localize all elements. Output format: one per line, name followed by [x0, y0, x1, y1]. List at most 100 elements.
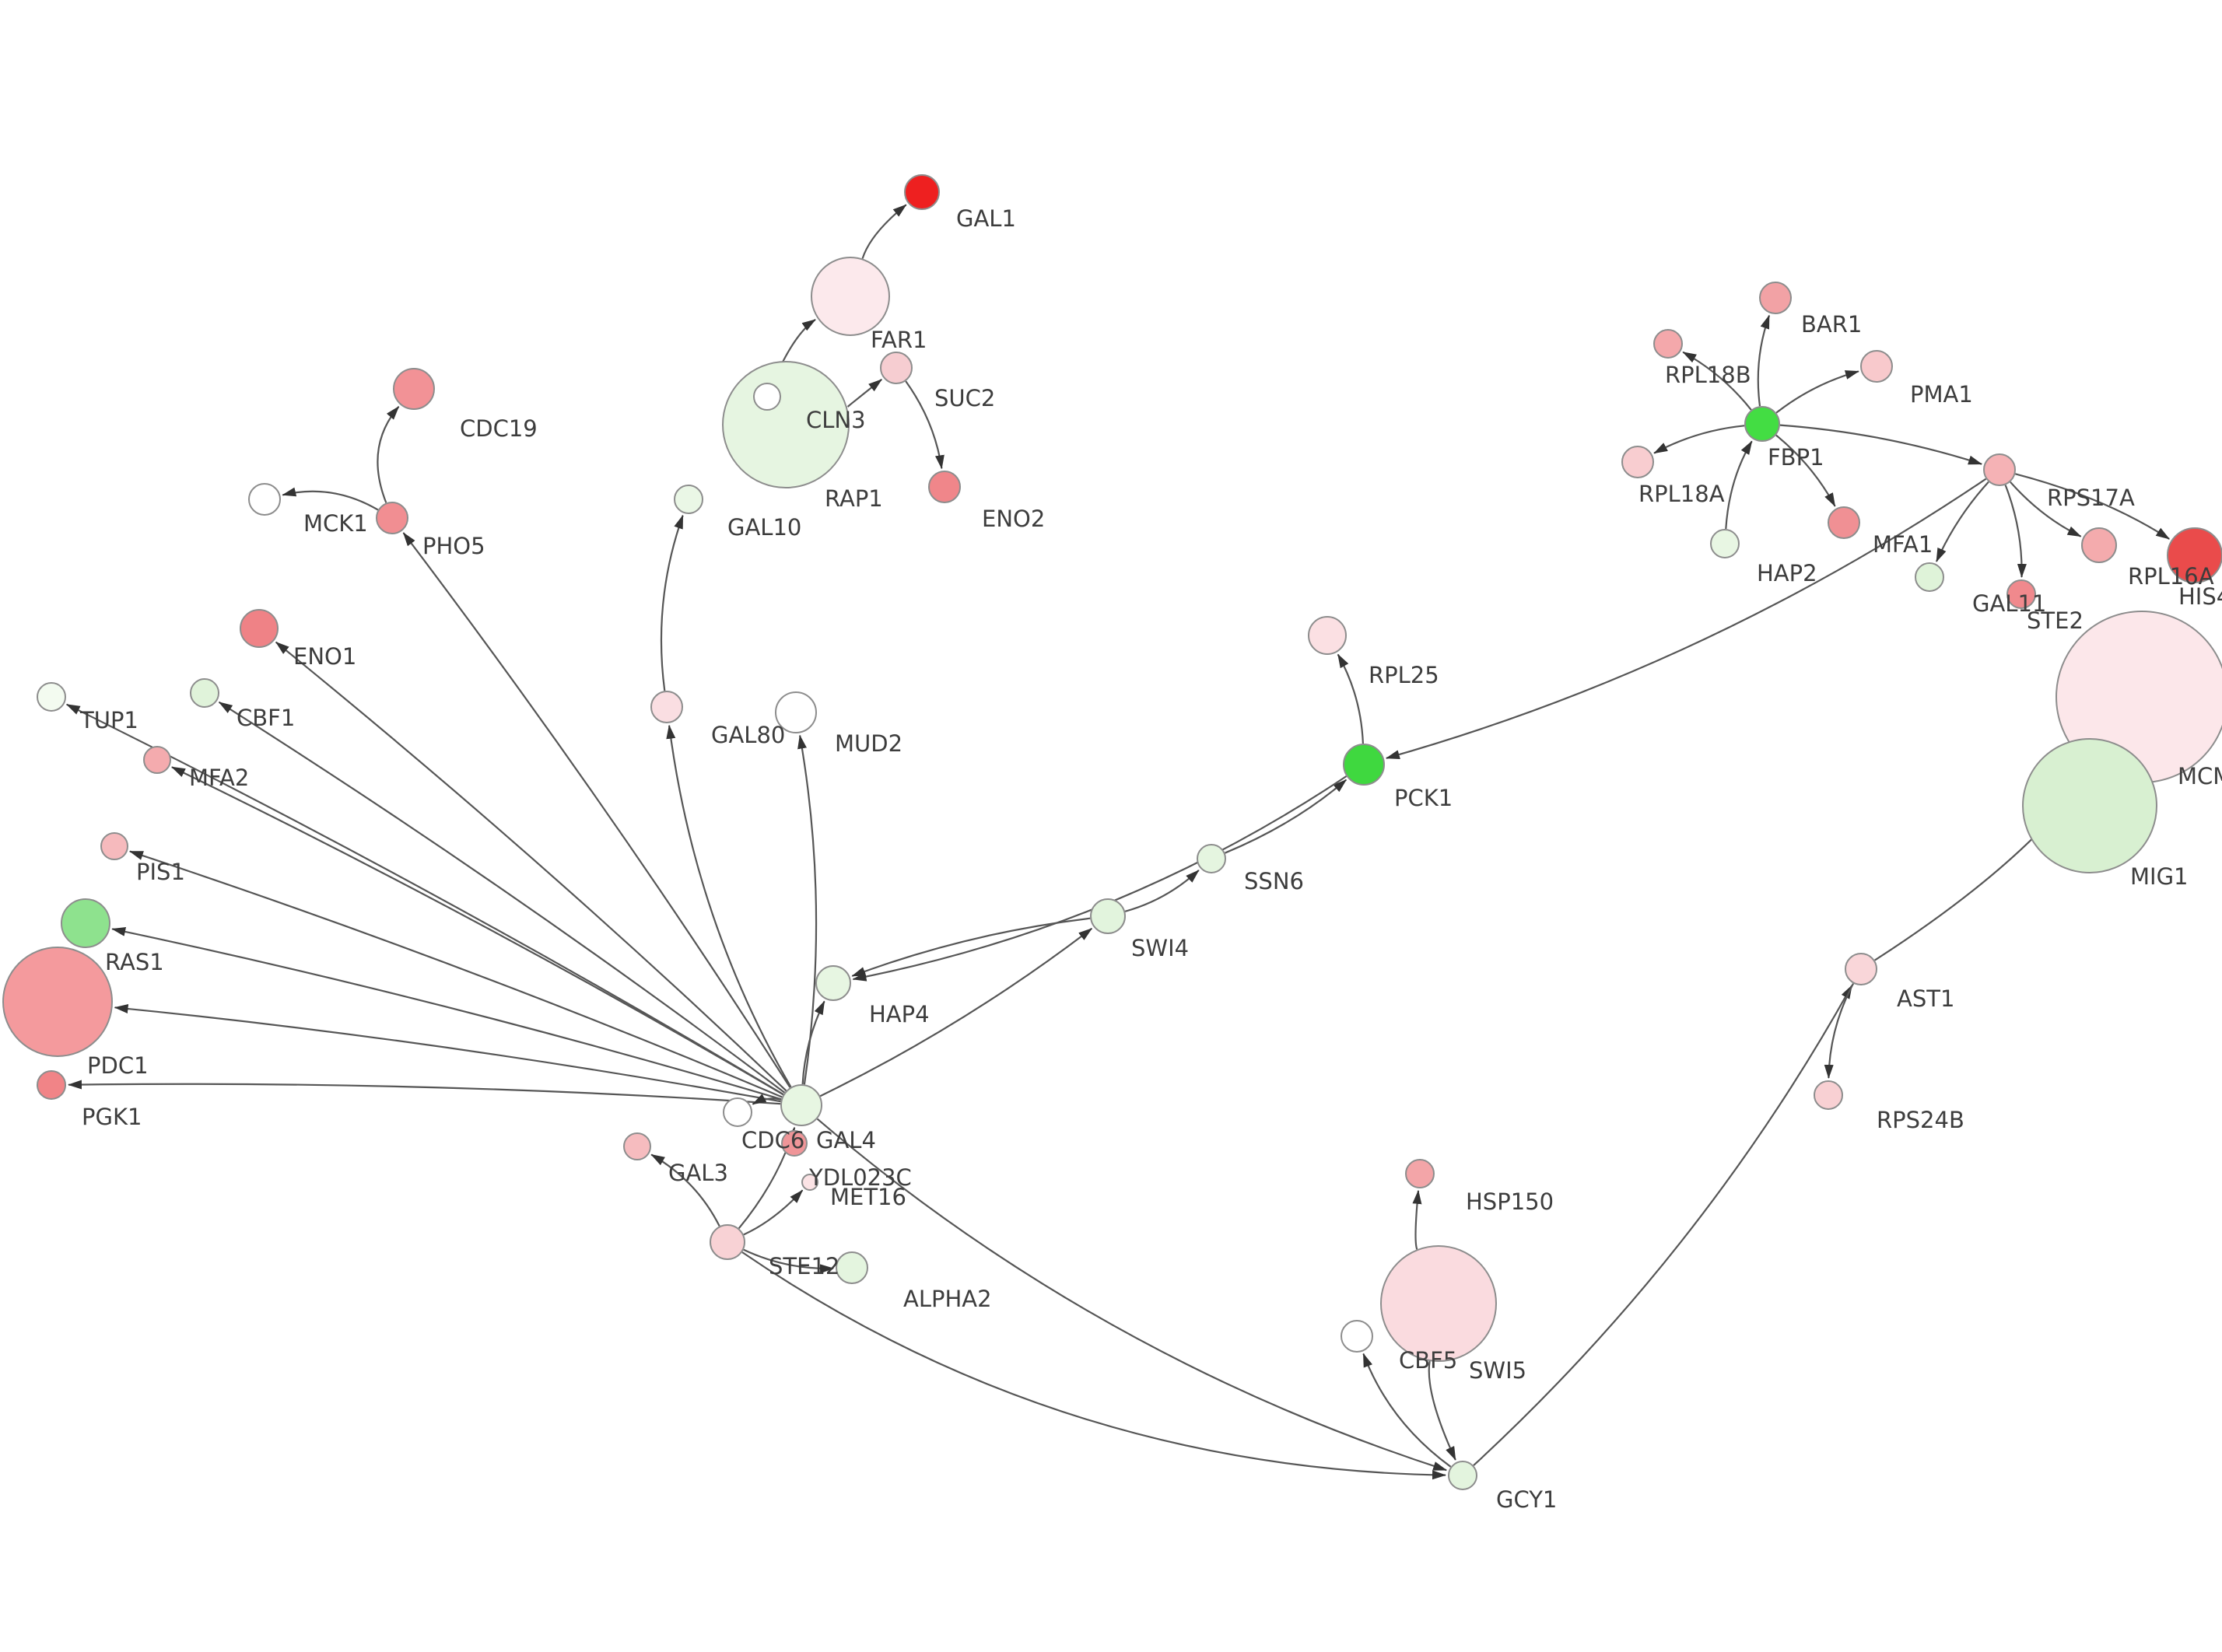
edge-FBP1-RPL18A[interactable]: [1653, 425, 1745, 454]
node-PIS1[interactable]: [100, 832, 128, 860]
node-GAL80[interactable]: [650, 691, 683, 723]
node-YDL023C[interactable]: [781, 1130, 808, 1157]
edge-GCY1-AST1[interactable]: [1473, 985, 1853, 1466]
node-CBF1[interactable]: [190, 678, 219, 708]
edge-GAL4-GAL80[interactable]: [666, 724, 792, 1088]
node-PCK1[interactable]: [1343, 744, 1385, 786]
node-GAL3[interactable]: [623, 1132, 651, 1160]
node-GCY1[interactable]: [1448, 1461, 1477, 1490]
edge-RPS17A-PCK1[interactable]: [1385, 478, 1987, 759]
node-CDC6[interactable]: [723, 1097, 752, 1127]
node-RPL25[interactable]: [1308, 616, 1347, 655]
edge-STE12-MET16[interactable]: [743, 1189, 804, 1236]
node-label-HIS4: HIS4: [2178, 583, 2222, 610]
edge-PCK1-RPL25[interactable]: [1337, 653, 1364, 744]
edge-GAL4-CBF1[interactable]: [218, 701, 786, 1094]
node-CDC19[interactable]: [393, 368, 435, 410]
node-CLN3[interactable]: [753, 383, 781, 411]
node-PMA1[interactable]: [1860, 350, 1893, 383]
node-BAR1[interactable]: [1759, 282, 1792, 314]
node-RPL18B[interactable]: [1653, 329, 1683, 359]
node-AST1[interactable]: [1845, 953, 1877, 985]
node-PHO5[interactable]: [376, 502, 408, 534]
edge-GAL4-SWI4[interactable]: [819, 927, 1093, 1097]
edge-GAL4-GCY1[interactable]: [816, 1118, 1448, 1472]
edge-GAL4-HAP4[interactable]: [801, 1000, 825, 1085]
edge-FAR1-GAL1[interactable]: [861, 204, 907, 259]
node-MFA1[interactable]: [1828, 506, 1860, 539]
edge-GAL4-PGK1[interactable]: [68, 1080, 781, 1105]
edge-GAL4-RAS1[interactable]: [111, 926, 782, 1101]
edge-GAL4-PIS1[interactable]: [128, 850, 783, 1098]
node-ENO2[interactable]: [928, 471, 961, 503]
edge-STE12-GCY1[interactable]: [741, 1251, 1446, 1480]
node-GAL10[interactable]: [674, 485, 703, 514]
edge-STE12-ALPHA2[interactable]: [743, 1248, 834, 1274]
node-label-CBF5: CBF5: [1399, 1347, 1457, 1374]
node-GAL4[interactable]: [780, 1084, 822, 1126]
node-ENO1[interactable]: [240, 609, 279, 648]
node-STE2[interactable]: [2006, 579, 2036, 609]
edge-STE12-GAL3[interactable]: [650, 1153, 720, 1227]
node-RPS24B[interactable]: [1814, 1080, 1843, 1110]
edge-RPS17A-RPL16A[interactable]: [2010, 481, 2082, 537]
edge-RPS17A-STE2[interactable]: [2004, 485, 2027, 578]
node-label-GAL10: GAL10: [727, 514, 801, 541]
edge-GAL4-MFA2[interactable]: [171, 766, 784, 1096]
edge-SSN6-PCK1[interactable]: [1225, 779, 1348, 854]
edge-FBP1-MFA1[interactable]: [1775, 434, 1836, 507]
node-RAS1[interactable]: [61, 898, 110, 948]
edge-SWI4-SSN6[interactable]: [1124, 870, 1200, 912]
edge-SWI4-HAP4[interactable]: [851, 917, 1091, 977]
node-FAR1[interactable]: [811, 257, 890, 336]
node-MET16[interactable]: [801, 1174, 818, 1191]
node-GAL1[interactable]: [904, 174, 940, 210]
node-HSP150[interactable]: [1405, 1159, 1435, 1188]
edge-SWI5-HSP150[interactable]: [1412, 1189, 1422, 1250]
edge-RPS17A-HIS4[interactable]: [2015, 473, 2171, 540]
edge-GAL4-ENO1[interactable]: [275, 641, 787, 1092]
node-GAL11[interactable]: [1915, 562, 1944, 592]
node-HAP2[interactable]: [1710, 529, 1740, 558]
node-SUC2[interactable]: [880, 352, 913, 384]
node-SSN6[interactable]: [1197, 844, 1226, 873]
edge-SUC2-ENO2[interactable]: [905, 380, 945, 470]
node-RPS17A[interactable]: [1983, 453, 2016, 486]
edge-FBP1-RPS17A[interactable]: [1779, 424, 1983, 465]
edge-RPS17A-GAL11[interactable]: [1935, 481, 1989, 562]
node-MUD2[interactable]: [775, 691, 817, 733]
edge-GCY1-CBF5[interactable]: [1362, 1353, 1452, 1468]
node-PDC1[interactable]: [2, 947, 113, 1057]
edge-GAL4-MUD2[interactable]: [797, 734, 818, 1085]
node-STE12[interactable]: [710, 1224, 745, 1260]
edge-AST1-RPS24B[interactable]: [1824, 982, 1855, 1079]
node-MCK1[interactable]: [248, 483, 281, 516]
node-MIG1[interactable]: [2022, 738, 2157, 873]
node-RPL18A[interactable]: [1621, 446, 1654, 478]
edge-GAL80-GAL10[interactable]: [660, 514, 684, 691]
edge-FBP1-BAR1[interactable]: [1757, 314, 1771, 407]
node-CBF5[interactable]: [1341, 1320, 1373, 1353]
edge-FBP1-RPL18B[interactable]: [1682, 351, 1752, 411]
edge-SWI5-GCY1[interactable]: [1428, 1360, 1456, 1461]
node-MFA2[interactable]: [143, 746, 171, 774]
edge-GAL4-CDC6[interactable]: [752, 1094, 782, 1105]
node-HIS4[interactable]: [2167, 527, 2222, 583]
node-HAP4[interactable]: [815, 965, 851, 1001]
edge-GAL4-PHO5[interactable]: [402, 532, 791, 1088]
node-RPL16A[interactable]: [2081, 527, 2117, 563]
node-FBP1[interactable]: [1744, 406, 1780, 442]
edge-PHO5-CDC19[interactable]: [377, 406, 400, 503]
edge-FBP1-PMA1[interactable]: [1775, 370, 1859, 414]
edge-GAL4-TUP1[interactable]: [65, 703, 784, 1096]
node-label-SWI5: SWI5: [1469, 1357, 1526, 1384]
node-TUP1[interactable]: [37, 682, 66, 712]
edge-HAP2-FBP1[interactable]: [1725, 440, 1753, 530]
node-SWI5[interactable]: [1380, 1245, 1497, 1362]
node-PGK1[interactable]: [37, 1070, 66, 1100]
node-ALPHA2[interactable]: [836, 1251, 868, 1284]
edge-GAL4-PDC1[interactable]: [114, 1003, 781, 1103]
edge-RAP1-SUC2[interactable]: [846, 379, 882, 408]
edge-PHO5-MCK1[interactable]: [282, 487, 379, 511]
node-SWI4[interactable]: [1090, 898, 1126, 934]
